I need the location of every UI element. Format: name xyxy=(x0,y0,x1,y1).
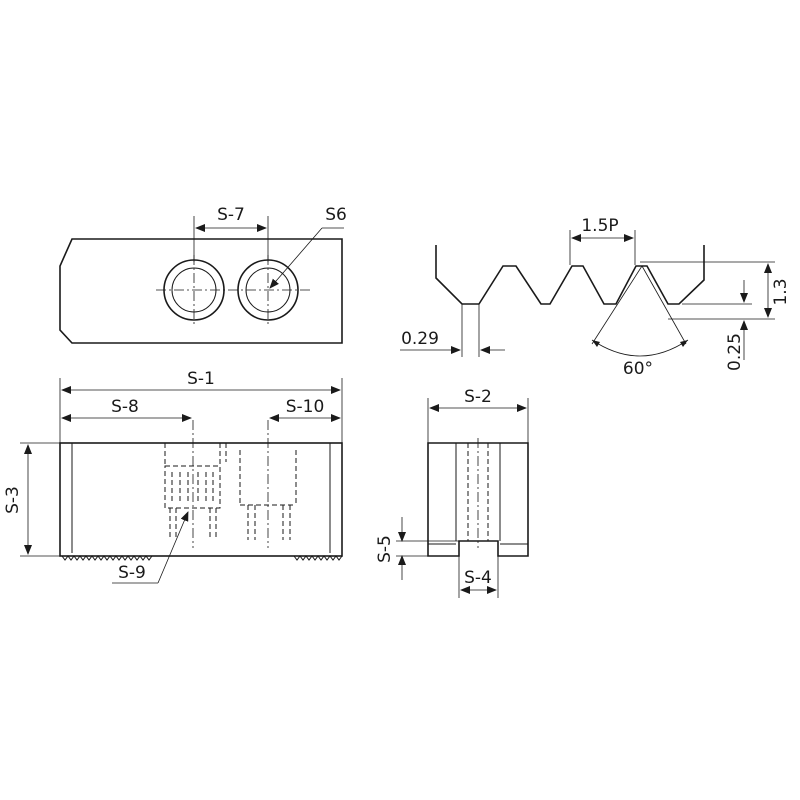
angle-arc xyxy=(591,339,689,357)
serrations-left xyxy=(61,555,153,561)
label-s8: S-8 xyxy=(111,397,139,417)
tooth-profile-outline xyxy=(435,245,705,305)
label-s2: S-2 xyxy=(464,387,492,407)
leader-s6 xyxy=(269,227,323,289)
label-root-width: 0.29 xyxy=(401,329,439,349)
label-s1: S-1 xyxy=(187,369,215,389)
top-view-outline xyxy=(59,238,343,344)
label-pitch: 1.5P xyxy=(581,216,618,236)
label-angle: 60° xyxy=(623,359,653,379)
top-view: S-7 S6 xyxy=(59,205,347,344)
label-tooth-height: 1.3 xyxy=(771,278,791,305)
leader-s9 xyxy=(157,511,189,584)
front-view: S-1 S-8 S-10 S-3 S-9 xyxy=(3,369,343,584)
label-s6: S6 xyxy=(325,205,347,225)
label-s10: S-10 xyxy=(286,397,325,417)
label-s9: S-9 xyxy=(118,563,146,583)
label-s4: S-4 xyxy=(464,568,492,588)
hidden-bolt-hole-left xyxy=(164,420,221,548)
side-view-outline xyxy=(427,442,529,557)
label-s5: S-5 xyxy=(375,535,395,563)
tooth-profile-detail: 1.5P 1.3 0.25 0.29 60° xyxy=(400,216,791,379)
label-s3: S-3 xyxy=(3,486,23,514)
label-s7: S-7 xyxy=(217,205,245,225)
label-crest-flat: 0.25 xyxy=(725,333,745,371)
side-view: S-2 S-4 S-5 xyxy=(375,387,529,598)
hidden-bolt-hole-right xyxy=(225,420,297,548)
front-view-outline xyxy=(59,442,343,557)
serrations-right xyxy=(293,555,343,561)
